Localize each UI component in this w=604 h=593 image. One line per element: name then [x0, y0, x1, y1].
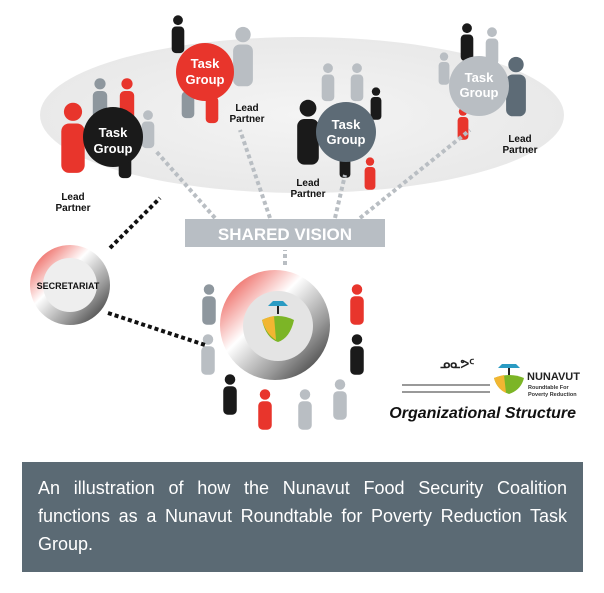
shared-vision-label: SHARED VISION [218, 225, 352, 244]
logo-subtitle: Roundtable For [528, 385, 569, 391]
task-group-label: Group [94, 141, 133, 156]
person-icon [171, 15, 185, 54]
person-icon [321, 63, 335, 102]
org-diagram: Task Group Lead Partner Task Group Lead … [30, 15, 580, 430]
person-icon [364, 157, 376, 190]
lead-partner-label: Partner [290, 189, 325, 200]
connector-arrow [107, 311, 206, 347]
person-icon [460, 23, 474, 62]
secretariat-node[interactable]: SECRETARIAT [30, 245, 110, 325]
lead-partner-label: Lead [296, 178, 319, 189]
caption: An illustration of how the Nunavut Food … [22, 462, 583, 572]
person-icon [298, 389, 312, 430]
lead-partner-label: Partner [502, 145, 537, 156]
logo-brand: NUNAVUT [527, 371, 580, 383]
person-icon [350, 284, 364, 325]
diagram-title: Organizational Structure [389, 405, 576, 422]
lead-partner-label: Lead [508, 134, 531, 145]
task-group-2[interactable]: Task Group Lead Partner [176, 43, 265, 125]
person-icon [350, 63, 364, 102]
connector-arrow [238, 129, 272, 219]
connector-arrow [108, 196, 162, 250]
person-icon [223, 374, 237, 415]
task-groups-ellipse [40, 37, 564, 193]
roundtable-ring[interactable] [220, 270, 330, 380]
connector-arrow [358, 128, 472, 220]
person-icon [438, 52, 450, 85]
person-icon [333, 379, 347, 420]
person-icon [61, 102, 85, 173]
person-icon [202, 284, 216, 325]
connector-arrow [333, 174, 347, 219]
secretariat-label: SECRETARIAT [37, 281, 100, 291]
person-icon [233, 26, 253, 87]
person-icon [297, 99, 319, 165]
lead-partner-label: Lead [61, 192, 84, 203]
person-icon [258, 389, 272, 430]
lead-partner-label: Partner [55, 203, 90, 214]
person-icon [141, 110, 155, 149]
shared-vision-box[interactable]: SHARED VISION [185, 219, 385, 247]
task-group-1[interactable]: Task Group Lead Partner [55, 107, 143, 214]
task-group-4[interactable]: Task Group Lead Partner [449, 56, 538, 156]
task-group-label: Task [465, 70, 494, 85]
lead-partner-label: Partner [229, 114, 264, 125]
nunavut-logo: ᓄᓇᕗᑦ NUNAVUT Roundtable For Poverty Redu… [402, 357, 580, 398]
task-group-label: Task [191, 56, 220, 71]
lead-partner-label: Lead [235, 103, 258, 114]
logo-subtitle: Poverty Reduction [528, 392, 577, 398]
connector-arrow [153, 148, 217, 220]
task-group-3[interactable]: Task Group Lead Partner [290, 102, 376, 200]
task-group-label: Group [327, 132, 366, 147]
person-icon [506, 56, 526, 117]
task-group-label: Task [99, 125, 128, 140]
task-group-label: Group [186, 72, 225, 87]
person-icon [350, 334, 364, 375]
logo-syllabics: ᓄᓇᕗᑦ [440, 357, 474, 371]
person-icon [201, 334, 215, 375]
task-group-label: Task [332, 117, 361, 132]
task-group-label: Group [460, 85, 499, 100]
person-icon [370, 87, 382, 120]
roundtable-logo-icon [262, 301, 294, 342]
